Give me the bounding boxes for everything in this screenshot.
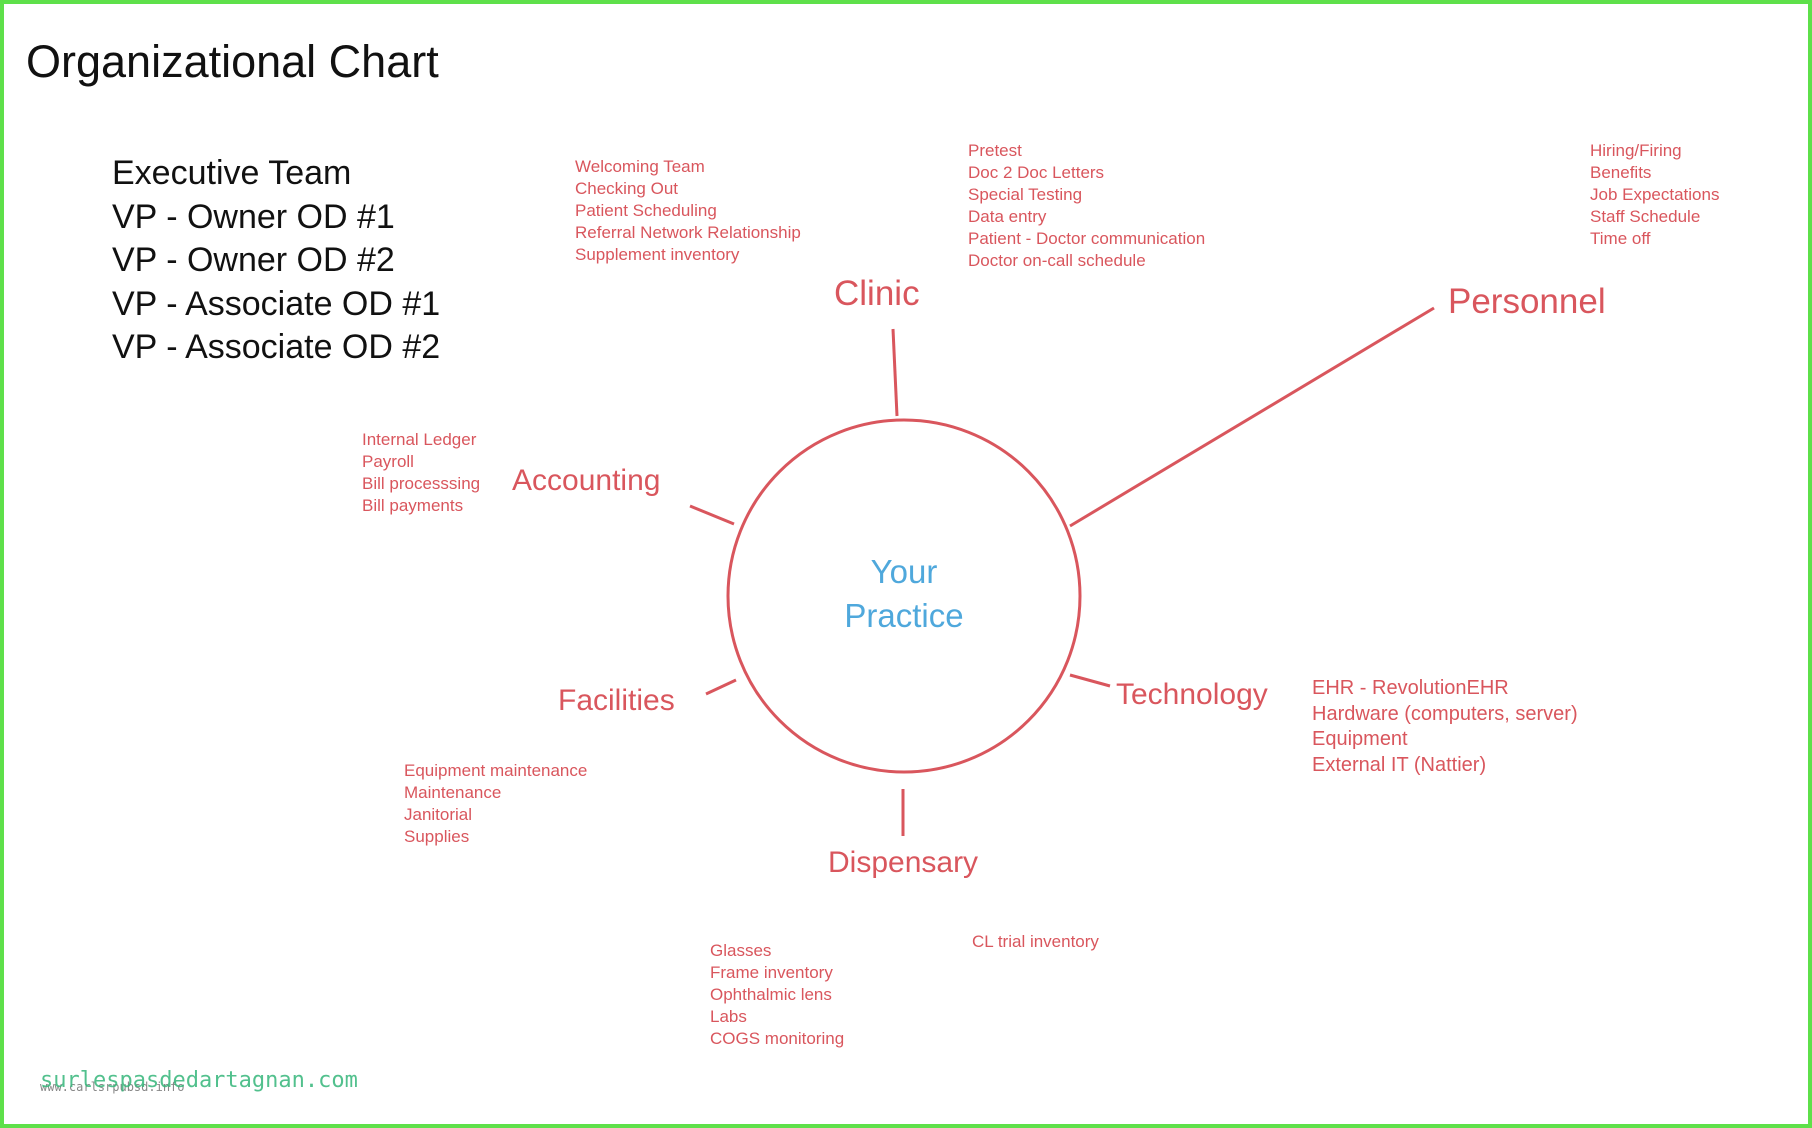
list-item: Time off: [1590, 229, 1651, 248]
node-dispensary: Dispensary: [828, 846, 979, 879]
diagram-connectors: [689, 306, 1435, 836]
list-item: CL trial inventory: [972, 932, 1099, 951]
list-item: Hardware (computers, server): [1312, 702, 1578, 725]
personnel-connector: [1069, 306, 1435, 528]
list-item: Patient - Doctor communication: [968, 229, 1206, 248]
list-item: EHR - RevolutionEHR: [1312, 677, 1509, 699]
technology-connector: [1069, 673, 1111, 688]
list-item: Bill processsing: [362, 474, 481, 493]
list-item: Doctor on-call schedule: [968, 251, 1146, 270]
list-item: Maintenance: [404, 783, 502, 802]
facilities-task-list: Equipment maintenance Maintenance Janito…: [404, 760, 587, 848]
executive-member: VP - Owner OD #2: [112, 241, 395, 279]
list-item: Supplies: [404, 827, 470, 846]
node-technology: Technology: [1116, 678, 1268, 711]
list-item: Janitorial: [404, 805, 473, 824]
list-item: Labs: [710, 1007, 747, 1026]
executive-team-list: Executive Team VP - Owner OD #1 VP - Own…: [112, 152, 440, 370]
list-item: Doc 2 Doc Letters: [968, 163, 1105, 182]
list-item: COGS monitoring: [710, 1029, 845, 1048]
facilities-connector: [705, 678, 737, 696]
list-item: Job Expectations: [1590, 185, 1720, 204]
list-item: Hiring/Firing: [1590, 141, 1682, 160]
list-item: Referral Network Relationship: [575, 223, 801, 242]
list-item: Glasses: [710, 941, 772, 960]
list-item: Benefits: [1590, 163, 1652, 182]
list-item: External IT (Nattier): [1312, 753, 1487, 776]
center-label: Your Practice: [794, 550, 1014, 638]
list-item: Pretest: [968, 141, 1022, 160]
personnel-task-list: Hiring/Firing Benefits Job Expectations …: [1590, 140, 1719, 250]
list-item: Patient Scheduling: [575, 201, 717, 220]
list-item: Bill payments: [362, 496, 464, 515]
node-clinic: Clinic: [834, 274, 920, 313]
front-desk-task-list: Welcoming Team Checking Out Patient Sche…: [575, 156, 801, 266]
center-label-line1: Your: [870, 553, 938, 590]
list-item: Supplement inventory: [575, 245, 740, 264]
contact-lens-task-list: CL trial inventory: [972, 931, 1099, 953]
list-item: Equipment maintenance: [404, 761, 588, 780]
list-item: Frame inventory: [710, 963, 833, 982]
list-item: Payroll: [362, 452, 414, 471]
list-item: Data entry: [968, 207, 1047, 226]
list-item: Special Testing: [968, 185, 1083, 204]
practice-circle: [726, 418, 1082, 774]
executive-member: VP - Associate OD #2: [112, 328, 441, 366]
center-label-line2: Practice: [844, 597, 964, 634]
accounting-task-list: Internal Ledger Payroll Bill processsing…: [362, 429, 480, 517]
list-item: Internal Ledger: [362, 430, 477, 449]
list-item: Checking Out: [575, 179, 678, 198]
node-personnel: Personnel: [1448, 282, 1606, 321]
clinic-connector: [891, 328, 899, 417]
technology-task-list: EHR - RevolutionEHR Hardware (computers,…: [1312, 676, 1578, 778]
node-accounting: Accounting: [512, 464, 661, 497]
watermark-url: www.carlsrpubsd.info: [40, 1080, 185, 1094]
executive-team-heading: Executive Team: [112, 154, 352, 192]
list-item: Welcoming Team: [575, 157, 705, 176]
node-facilities: Facilities: [558, 684, 675, 717]
clinic-task-list: Pretest Doc 2 Doc Letters Special Testin…: [968, 140, 1205, 272]
list-item: Equipment: [1312, 728, 1408, 750]
executive-member: VP - Owner OD #1: [112, 197, 395, 236]
dispensary-task-list: Glasses Frame inventory Ophthalmic lens …: [710, 940, 844, 1050]
page-title: Organizational Chart: [26, 36, 439, 87]
executive-member: VP - Associate OD #1: [112, 284, 441, 323]
list-item: Staff Schedule: [1590, 207, 1701, 226]
accounting-connector: [689, 504, 735, 526]
watermark-site: surlespasdedartagnan.com: [40, 1068, 358, 1093]
list-item: Ophthalmic lens: [710, 985, 832, 1004]
